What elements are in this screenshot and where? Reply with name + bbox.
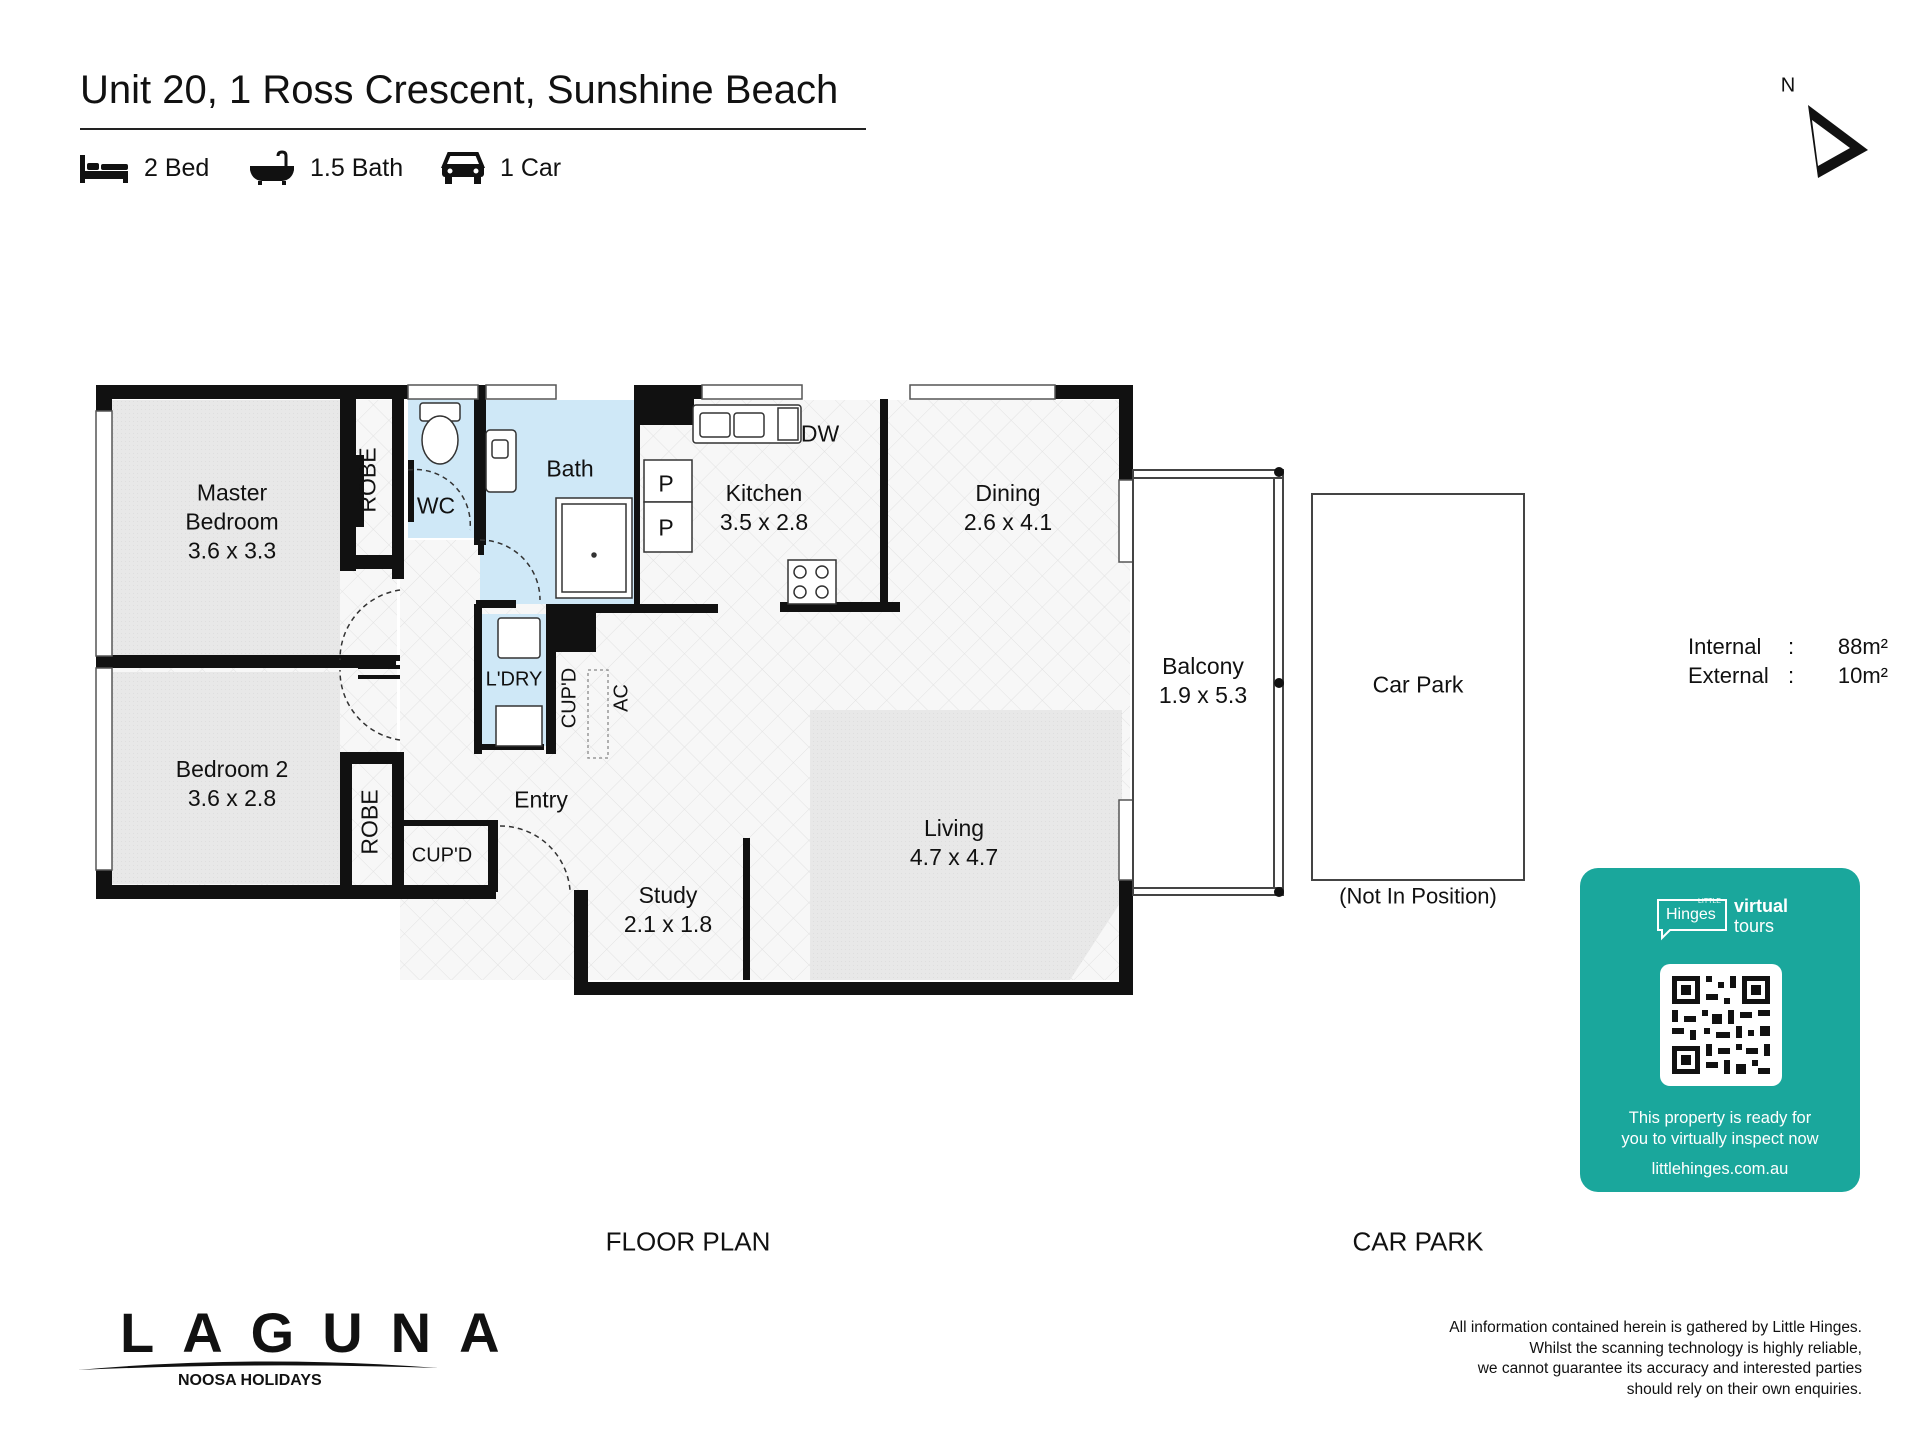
room-study-name: Study [638,882,698,908]
room-master-bedroom: Master Bedroom 3.6 x 3.3 [185,479,278,566]
entry-label: Entry [514,786,568,813]
windows [95,384,1134,881]
pantry-label-2: P [658,514,674,541]
walls [96,385,1133,995]
pantry-label-1: P [658,470,674,497]
virtual-tour-card[interactable]: LITTLE Hinges virtual tours This propert… [1580,868,1860,1192]
feature-bath: 1.5 Bath [248,150,403,186]
qr-code-icon[interactable] [1660,964,1782,1086]
room-living-size: 4.7 x 4.7 [909,844,999,870]
brand-word: Hinges [1666,906,1716,923]
room-bed2-name: Bedroom 2 [175,756,289,782]
room-study: Study 2.1 x 1.8 [624,881,712,939]
bed-icon [80,155,128,183]
room-bedroom-2: Bedroom 2 3.6 x 2.8 [176,755,289,813]
room-balcony: Balcony 1.9 x 5.3 [1159,652,1247,710]
brand-small-text: LITTLE [1698,898,1721,905]
area-external: External : 10m² [1688,663,1888,688]
laundry-tub-icon [497,617,541,659]
shower-icon [555,497,633,599]
area-external-label: External [1688,663,1769,688]
room-dining: Dining 2.6 x 4.1 [964,479,1052,537]
room-kitchen-name: Kitchen [725,480,803,506]
carpet-master [112,400,340,662]
caption-floor-plan: FLOOR PLAN [605,1226,771,1257]
room-living-name: Living [923,815,985,841]
car-icon [441,152,485,184]
carpet-bedroom-2 [112,672,340,884]
north-arrow-icon [1808,105,1868,178]
bath-icon [250,150,294,185]
brand-tours: tours [1734,916,1775,936]
robe-label-2: ROBE [356,789,383,855]
ac-label: AC [610,684,633,712]
carpet-living [810,710,1122,980]
feature-bath-label: 1.5 Bath [310,153,404,182]
room-balcony-size: 1.9 x 5.3 [1158,682,1248,708]
room-master-name: Master Bedroom [185,479,279,535]
car-park-label: Car Park [1372,671,1464,698]
area-summary: Internal : 88m² External : 10m² [1688,632,1888,690]
room-master-size: 3.6 x 3.3 [187,537,277,564]
laundry-label: L'DRY [485,668,543,691]
logo-subtitle: NOOSA HOLIDAYS [178,1372,322,1389]
car-park-outline [1311,493,1525,881]
door-swings [339,468,571,891]
cooktop-icon [787,559,837,605]
laguna-logo: LAGUNA [120,1301,528,1364]
little-hinges-logo [1657,899,1727,941]
promo-message: This property is ready for you to virtua… [1621,1109,1819,1148]
car-park-note: (Not In Position) [1339,883,1497,909]
bath-label: Bath [546,455,594,482]
area-external-value: 10m² [1837,663,1888,688]
feature-car: 1 Car [440,150,561,186]
room-kitchen: Kitchen 3.5 x 2.8 [720,479,808,537]
promo-website-link[interactable]: littlehinges.com.au [1651,1160,1789,1178]
room-study-size: 2.1 x 1.8 [623,911,713,937]
room-balcony-name: Balcony [1162,653,1244,679]
room-living: Living 4.7 x 4.7 [910,814,998,872]
cupboard-label-vertical: CUP'D [558,667,581,729]
balcony-posts [1274,467,1284,897]
brand-virtual: virtual [1734,896,1789,916]
toilet-bowl-icon [421,415,459,465]
cupboard-label-entry: CUP'D [411,844,473,867]
room-dining-size: 2.6 x 4.1 [963,509,1053,535]
dishwasher-label: DW [800,420,840,447]
fixtures [356,402,837,759]
area-internal-label: Internal [1688,634,1762,659]
title-underline [80,128,866,130]
feature-bed: 2 Bed [78,150,209,186]
area-internal-value: 88m² [1837,634,1888,659]
area-internal: Internal : 88m² [1688,634,1888,659]
room-dining-name: Dining [975,480,1041,506]
feature-bed-label: 2 Bed [144,153,210,182]
caption-car-park: CAR PARK [1352,1226,1484,1257]
page-title: Unit 20, 1 Ross Crescent, Sunshine Beach [80,68,839,112]
disclaimer-text: All information contained herein is gath… [1449,1319,1862,1398]
feature-car-label: 1 Car [500,153,562,182]
room-bed2-size: 3.6 x 2.8 [187,785,277,811]
room-kitchen-size: 3.5 x 2.8 [719,509,809,535]
wc-label: WC [416,492,456,519]
logo-swoosh [78,1361,438,1370]
robe-label: ROBE [354,447,381,513]
north-label: N [1780,74,1796,97]
